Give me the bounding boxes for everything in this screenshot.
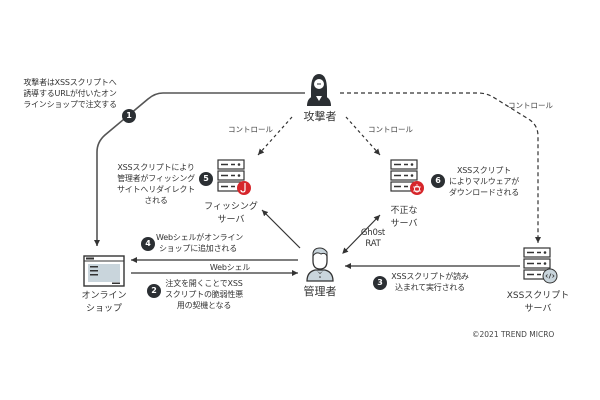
ghost-rat-label: Gh0st RAT bbox=[358, 228, 388, 250]
step-3-line: XSSスクリプトが読み bbox=[391, 272, 469, 281]
step-4-text: Webシェルがオンライン ショップに追加される bbox=[156, 232, 244, 254]
step-5-badge: 5 bbox=[199, 172, 213, 186]
webshell-label: Webシェル bbox=[209, 263, 251, 272]
online-shop-label-line2: ショップ bbox=[85, 304, 122, 314]
edge-admin-to-phishing bbox=[261, 209, 301, 249]
ghost-rat-line1: Gh0st bbox=[360, 228, 386, 238]
step-2-badge: 2 bbox=[147, 284, 161, 298]
copyright: ©2021 TREND MICRO bbox=[472, 330, 555, 339]
step-1-line: 誘導するURLが付いたオン bbox=[23, 89, 117, 98]
step-4-line: Webシェルがオンライン bbox=[156, 233, 244, 242]
xss-server-icon bbox=[523, 247, 558, 284]
attacker-icon bbox=[307, 74, 331, 106]
step-5-text: XSSスクリプトにより 管理者がフィッシング サイトへリダイレクト される bbox=[116, 162, 196, 206]
edge-ghost-rat bbox=[342, 214, 381, 254]
step-6-line: XSSスクリプト bbox=[456, 166, 512, 175]
step-5-line: XSSスクリプトにより bbox=[117, 163, 195, 172]
edge-control-xss-server bbox=[340, 92, 541, 243]
step-6-badge: 6 bbox=[431, 174, 445, 188]
attacker-label: 攻撃者 bbox=[303, 110, 337, 123]
control-label-mid: コントロール bbox=[368, 125, 413, 134]
control-label-left: コントロール bbox=[228, 125, 273, 134]
phishing-server-label-line2: サーバ bbox=[217, 215, 245, 225]
step-2-line: スクリプトの脆弱性悪 bbox=[165, 290, 243, 299]
edge-control-phishing bbox=[257, 116, 293, 156]
admin-label: 管理者 bbox=[303, 285, 337, 298]
control-label-right: コントロール bbox=[508, 101, 553, 110]
xss-server-label-line2: サーバ bbox=[524, 304, 552, 314]
phishing-server-icon bbox=[217, 159, 251, 195]
malicious-server-label: 不正な サーバ bbox=[380, 205, 428, 231]
step-1-line: ラインショップで注文する bbox=[23, 100, 117, 109]
step-3-text: XSSスクリプトが読み 込まれて実行される bbox=[390, 271, 470, 293]
phishing-server-label-line1: フィッシング bbox=[204, 202, 258, 212]
step-2-line: 用の契機となる bbox=[176, 301, 232, 310]
step-4-line: ショップに追加される bbox=[159, 244, 237, 253]
malicious-server-label-line1: 不正な bbox=[390, 206, 418, 216]
step-6-line: ダウンロードされる bbox=[448, 188, 520, 197]
step-5-line: サイトへリダイレクト bbox=[117, 185, 195, 194]
step-3-line: 込まれて実行される bbox=[395, 283, 465, 292]
step-1-text: 攻撃者はXSSスクリプトへ 誘導するURLが付いたオン ラインショップで注文する bbox=[22, 77, 118, 110]
phishing-server-label: フィッシング サーバ bbox=[200, 201, 262, 227]
step-4-badge: 4 bbox=[141, 237, 155, 251]
malicious-server-icon bbox=[390, 159, 424, 195]
admin-icon bbox=[306, 247, 334, 282]
online-shop-label-line1: オンライン bbox=[81, 291, 127, 301]
step-6-text: XSSスクリプト によりマルウェアが ダウンロードされる bbox=[448, 165, 520, 198]
step-1-badge: 1 bbox=[122, 109, 136, 123]
online-shop-icon bbox=[83, 255, 125, 287]
step-6-line: によりマルウェアが bbox=[448, 177, 520, 186]
step-3-badge: 3 bbox=[373, 276, 387, 290]
online-shop-label: オンライン ショップ bbox=[74, 290, 134, 316]
step-5-line: される bbox=[144, 196, 168, 205]
edge-control-malicious bbox=[345, 116, 381, 156]
step-5-line: 管理者がフィッシング bbox=[117, 174, 195, 183]
step-2-line: 注文を開くことでXSS bbox=[165, 279, 243, 288]
malicious-server-label-line2: サーバ bbox=[390, 219, 418, 229]
step-1-line: 攻撃者はXSSスクリプトへ bbox=[23, 78, 117, 87]
xss-server-label: XSSスクリプト サーバ bbox=[500, 290, 576, 316]
ghost-rat-line2: RAT bbox=[365, 239, 381, 249]
step-2-text: 注文を開くことでXSS スクリプトの脆弱性悪 用の契機となる bbox=[164, 278, 244, 311]
xss-server-label-line1: XSSスクリプト bbox=[506, 291, 570, 301]
